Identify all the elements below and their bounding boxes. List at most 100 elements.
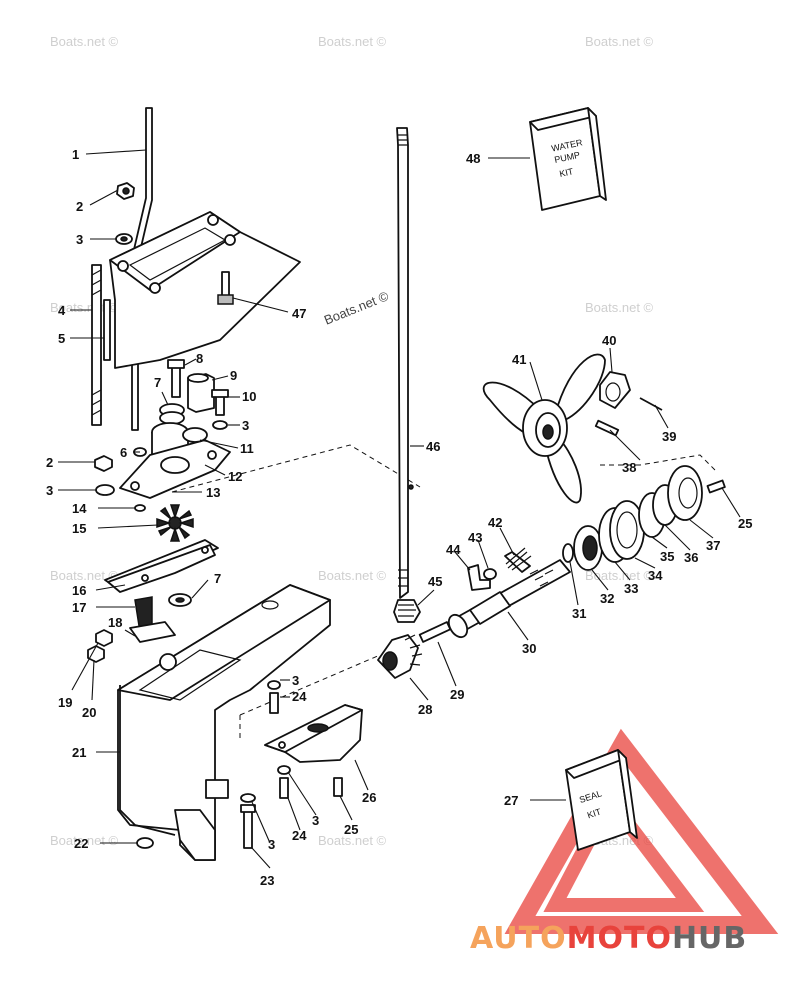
part-47-bolt — [217, 271, 234, 305]
screw-24 — [279, 777, 289, 799]
bolt-hole — [117, 260, 129, 272]
leader — [124, 629, 136, 637]
screw-24 — [269, 692, 279, 714]
callout-11: 11 — [240, 441, 254, 456]
callout-12: 12 — [228, 469, 242, 484]
callout-38: 38 — [622, 460, 636, 475]
callout-43: 43 — [468, 530, 482, 545]
callout-13: 13 — [206, 485, 220, 500]
leader — [97, 524, 159, 529]
leader — [199, 439, 239, 449]
callout-37: 37 — [706, 538, 720, 553]
housing-outline — [119, 685, 176, 836]
water-tube — [103, 299, 111, 361]
part-35-36-37 — [638, 465, 726, 538]
watermark: Boats.net © — [318, 34, 387, 49]
leader — [95, 584, 126, 591]
plate-hole — [201, 546, 209, 554]
part-22-plug — [136, 837, 154, 849]
assembly-line — [600, 454, 716, 471]
part-30-prop-shaft — [447, 559, 571, 639]
kit-box-side — [587, 107, 607, 201]
cotter-pin-39 — [639, 397, 663, 411]
assembly-line — [171, 444, 421, 493]
leader — [251, 801, 271, 844]
callout-20: 20 — [82, 705, 96, 720]
callout-4: 4 — [58, 303, 66, 318]
watermark: Boats.net © — [585, 300, 654, 315]
callout-39: 39 — [662, 429, 676, 444]
callout-22: 22 — [74, 836, 88, 851]
callout-3: 3 — [242, 418, 249, 433]
grommet-9 — [187, 373, 215, 413]
leader — [161, 391, 169, 406]
callout-45: 45 — [428, 574, 442, 589]
prop-bore — [542, 424, 554, 440]
cap-bore — [678, 477, 698, 509]
part-38-41-propeller — [482, 353, 663, 504]
callout-7: 7 — [154, 375, 161, 390]
gear-bore — [582, 535, 598, 561]
bolt-hole — [149, 282, 161, 294]
callout-33: 33 — [624, 581, 638, 596]
impeller-cavity — [160, 456, 190, 474]
part-33-34 — [598, 500, 645, 563]
seal-hole — [175, 597, 185, 603]
part-17-18 — [129, 596, 176, 643]
callout-3: 3 — [76, 232, 83, 247]
spring-42 — [505, 547, 532, 571]
pinion-teeth — [398, 604, 416, 617]
cam-44 — [467, 564, 491, 591]
part-46-driveshaft — [396, 127, 414, 599]
leader — [251, 847, 271, 869]
callout-27: 27 — [504, 793, 518, 808]
logo-moto: MOTO — [567, 921, 672, 956]
screw-10 — [215, 394, 225, 416]
leader — [85, 149, 147, 155]
part-24-screws — [267, 680, 291, 799]
prop-blade — [554, 353, 606, 421]
leader — [417, 589, 435, 606]
leader — [287, 771, 317, 816]
bolt-23 — [243, 809, 253, 849]
callout-7: 7 — [214, 571, 221, 586]
skeg — [174, 809, 216, 861]
callout-9: 9 — [230, 368, 237, 383]
part-7-lower-seal — [168, 593, 192, 607]
callout-2: 2 — [76, 199, 83, 214]
plate — [107, 544, 216, 593]
water-pump-kit-box: WATER PUMP KIT — [529, 107, 607, 211]
callout-40: 40 — [602, 333, 616, 348]
leader — [569, 561, 579, 606]
leader — [609, 347, 613, 373]
housing-deck — [117, 584, 331, 701]
bolt-23-head — [240, 804, 256, 813]
callout-3: 3 — [292, 673, 299, 688]
callout-47: 47 — [292, 306, 306, 321]
leader — [232, 297, 289, 313]
screw-10-head — [211, 389, 229, 398]
leader — [204, 464, 226, 476]
plate-hole — [141, 574, 149, 582]
shaft-splines — [529, 569, 554, 587]
callout-31: 31 — [572, 606, 586, 621]
detent-43 — [483, 568, 497, 580]
shaft-end — [447, 613, 469, 639]
nut-19 — [95, 629, 113, 647]
part-28-29 — [377, 621, 452, 679]
anode — [205, 779, 229, 799]
callout-42: 42 — [488, 515, 502, 530]
callout-34: 34 — [648, 568, 663, 583]
part-23-bolt — [240, 793, 256, 849]
callout-1: 1 — [72, 147, 79, 162]
part-45-pinion — [393, 599, 421, 623]
callout-29: 29 — [450, 687, 464, 702]
leader — [529, 361, 543, 401]
logo-triangle-inner — [543, 787, 705, 912]
leader — [609, 429, 641, 461]
logo-hub: HUB — [672, 921, 747, 956]
leader — [651, 536, 668, 549]
callout-23: 23 — [260, 873, 274, 888]
bolt-hole — [224, 234, 236, 246]
